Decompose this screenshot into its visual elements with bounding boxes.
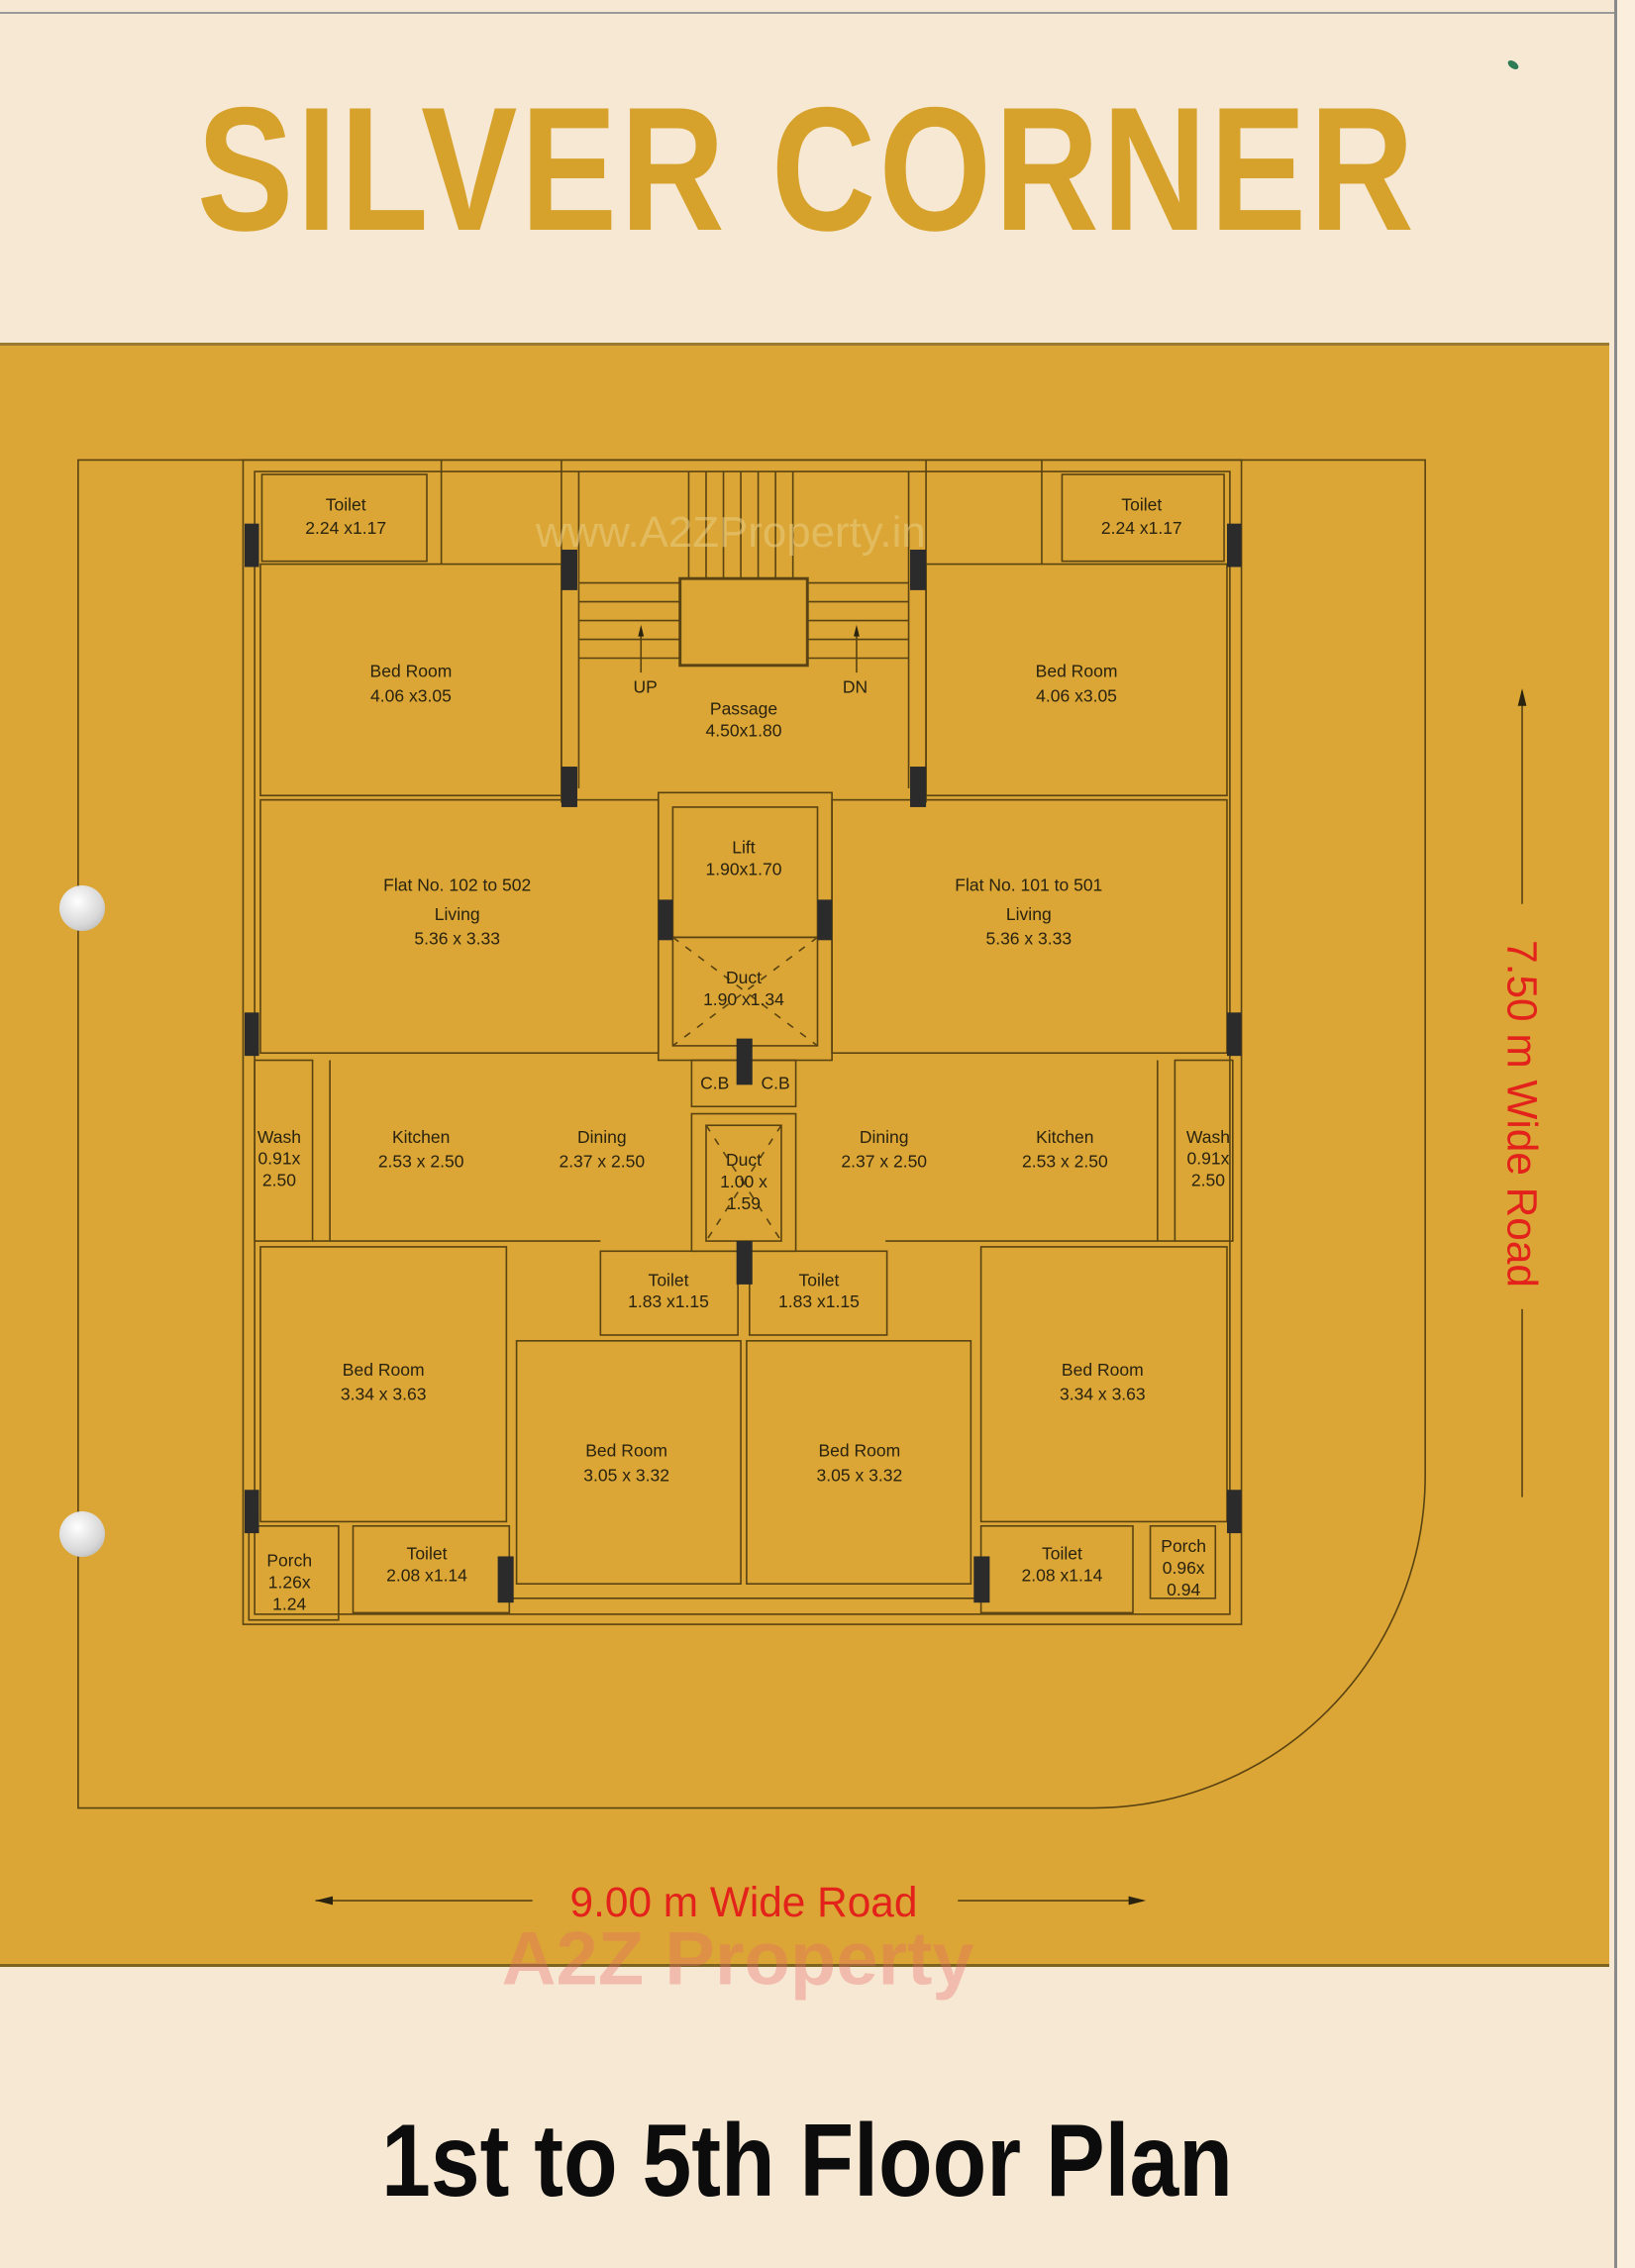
bottom-road-label: 9.00 m Wide Road <box>570 1879 918 1925</box>
room-size: 0.94 <box>1167 1580 1200 1599</box>
room-size: 2.37 x 2.50 <box>841 1152 927 1172</box>
cb-label: C.B <box>762 1074 790 1093</box>
room-size: 3.34 x 3.63 <box>1060 1385 1146 1404</box>
room-name: Bed Room <box>1036 661 1118 680</box>
room-size: 1.83 x1.15 <box>628 1291 709 1311</box>
room-name: Toilet <box>649 1270 689 1289</box>
room-size: 0.96x <box>1163 1558 1205 1578</box>
dimension-arrows <box>315 624 1527 1906</box>
room-name: Passage <box>710 698 777 718</box>
room-name: Bed Room <box>370 661 453 680</box>
room-size: 3.05 x 3.32 <box>817 1466 903 1486</box>
room-name: Duct <box>726 1150 762 1170</box>
room-size: 1.59 <box>727 1193 761 1213</box>
room-size: 1.90x1.70 <box>706 860 782 879</box>
room-name: Porch <box>1161 1536 1206 1556</box>
punch-hole-bottom <box>59 1511 105 1557</box>
watermark-url: www.A2ZProperty.in <box>535 508 926 557</box>
room-size: 2.24 x1.17 <box>305 518 386 538</box>
room-name: Toilet <box>799 1270 840 1289</box>
top-rule <box>0 12 1614 14</box>
room-name: Dining <box>577 1127 627 1147</box>
room-size: 0.91x <box>1187 1149 1230 1169</box>
room-size: 4.50x1.80 <box>706 720 782 740</box>
structural-columns <box>244 523 1242 1603</box>
room-size: 2.53 x 2.50 <box>1022 1152 1108 1172</box>
room-name: Bed Room <box>343 1360 425 1380</box>
room-size: 1.83 x1.15 <box>778 1291 860 1311</box>
room-size: 5.36 x 3.33 <box>985 929 1072 949</box>
room-name: Living <box>1006 904 1052 924</box>
plot-boundary <box>77 459 1426 1809</box>
room-name: Toilet <box>1042 1543 1082 1563</box>
room-name: Porch <box>266 1551 312 1571</box>
room-name: Lift <box>732 838 756 858</box>
room-name: Bed Room <box>818 1441 900 1461</box>
floor-plan-subtitle: 1st to 5th Floor Plan <box>381 2104 1233 2218</box>
room-size: 2.37 x 2.50 <box>559 1152 645 1172</box>
room-size: 1.00 x <box>720 1172 767 1191</box>
room-name: Toilet <box>1121 495 1162 515</box>
room-size: 0.91x <box>258 1149 301 1169</box>
room-size: 3.05 x 3.32 <box>583 1466 669 1486</box>
room-name: Dining <box>860 1127 909 1147</box>
room-name: Wash <box>257 1127 301 1147</box>
room-name: Kitchen <box>1036 1127 1093 1147</box>
room-name: Wash <box>1186 1127 1230 1147</box>
room-size: 4.06 x3.05 <box>1036 685 1117 705</box>
room-size: 2.08 x1.14 <box>1022 1565 1103 1585</box>
room-name: Toilet <box>407 1543 448 1563</box>
stair-up-label: UP <box>633 677 657 697</box>
room-size: 2.53 x 2.50 <box>378 1152 464 1172</box>
room-size: 4.06 x3.05 <box>370 685 452 705</box>
room-size: 1.26x <box>268 1573 311 1593</box>
cb-label: C.B <box>700 1074 729 1093</box>
room-name: Living <box>435 904 480 924</box>
room-size: 3.34 x 3.63 <box>341 1385 427 1404</box>
room-name: Kitchen <box>392 1127 450 1147</box>
room-size: 1.24 <box>272 1594 306 1613</box>
room-name: Bed Room <box>1062 1360 1144 1380</box>
room-size: 2.24 x1.17 <box>1101 518 1182 538</box>
room-name: Duct <box>726 968 762 987</box>
watermark-logo-text: A2Z Property <box>502 1917 974 2002</box>
room-name: Bed Room <box>585 1441 667 1461</box>
room-size: 2.50 <box>1191 1171 1225 1190</box>
flat-number-label: Flat No. 102 to 502 <box>383 876 531 895</box>
room-size: 1.90 x1.34 <box>703 989 784 1009</box>
flat-number-label: Flat No. 101 to 501 <box>955 876 1102 895</box>
right-road-label: 7.50 m Wide Road <box>1498 940 1545 1288</box>
project-title: SILVER CORNER <box>196 70 1418 267</box>
punch-hole-top <box>59 885 105 931</box>
room-name: Toilet <box>326 495 366 515</box>
room-size: 5.36 x 3.33 <box>414 929 500 949</box>
watermark-logo: A2Z Property <box>502 1917 974 2002</box>
stair-down-label: DN <box>843 677 868 697</box>
room-size: 2.08 x1.14 <box>386 1565 467 1585</box>
room-size: 2.50 <box>262 1171 296 1190</box>
